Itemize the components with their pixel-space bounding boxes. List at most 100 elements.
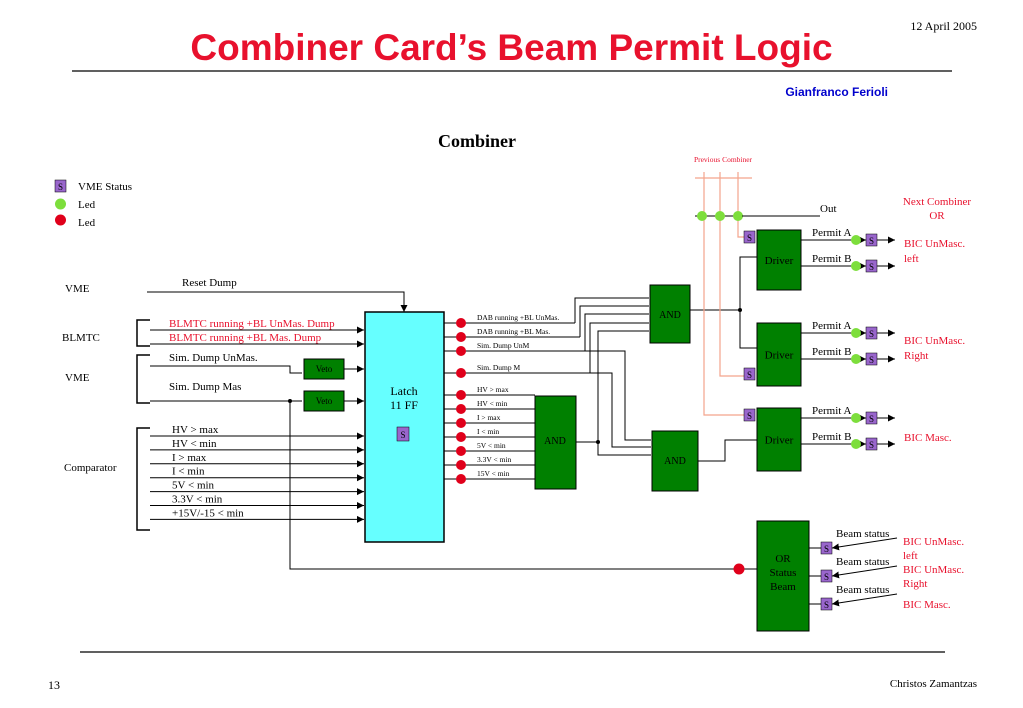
driver-0-permit_a-label: Permit A <box>812 227 851 239</box>
veto-label-1: Veto <box>316 364 333 374</box>
beam-status-target-0: BIC UnMasc. <box>903 536 964 548</box>
driver-1-permit_a-label: Permit A <box>812 320 851 332</box>
latch-output-led-icon-2 <box>456 346 466 356</box>
legend-s-glyph: S <box>58 182 63 192</box>
driver-0-permit_a-status-square-glyph: S <box>869 236 874 246</box>
driver-label-2: Driver <box>765 435 794 447</box>
blmtc-mas-label: BLMTC running +BL Mas. Dump <box>169 332 322 344</box>
latch-output-label-9: 3.3V < min <box>477 455 512 464</box>
beam-status-label-0: Beam status <box>836 528 889 540</box>
comparator-label-3: I < min <box>172 466 205 478</box>
latch-outputs: DAB running +BL UnMas.DAB running +BL Ma… <box>444 313 590 484</box>
driver-2-permit_a-label: Permit A <box>812 405 851 417</box>
driver-led-icon-3 <box>733 211 743 221</box>
and-label-bottom: AND <box>664 456 686 467</box>
and-wiring <box>574 297 757 462</box>
or-label-2: Status <box>770 567 797 579</box>
latch-s-glyph: S <box>400 430 405 440</box>
and-block-comparator <box>534 395 577 490</box>
driver-status-square-1-glyph: S <box>747 370 752 380</box>
latch-output-label-3: Sim. Dump M <box>477 363 520 372</box>
legend-status-label: VME Status <box>78 181 132 193</box>
or-label-1: OR <box>775 553 791 565</box>
sim-unmas-label: Sim. Dump UnMas. <box>169 352 258 364</box>
reset-dump-label: Reset Dump <box>182 277 237 289</box>
driver-0-permit_a-led-icon <box>851 235 861 245</box>
latch-output-led-icon-8 <box>456 446 466 456</box>
or-status-block <box>756 520 810 632</box>
sim-unmas-line <box>150 365 302 374</box>
veto-bus-line <box>289 401 736 570</box>
and-to-driver2 <box>739 310 757 349</box>
group-comparator: Comparator <box>64 462 117 474</box>
driver-label-0: Driver <box>765 255 794 267</box>
beam-status-target-1: BIC UnMasc. <box>903 564 964 576</box>
sim-mas-label: Sim. Dump Mas <box>169 381 241 393</box>
legend-red-led-label: Led <box>78 217 96 229</box>
page-title: Combiner Card’s Beam Permit Logic <box>190 27 833 68</box>
beam-status-label-2: Beam status <box>836 584 889 596</box>
previous-combiner-label: Previous Combiner <box>694 155 753 164</box>
driver-0-target-sub: left <box>904 253 919 265</box>
latch-label-1: Latch <box>390 384 417 398</box>
diagram-heading: Combiner <box>438 131 516 151</box>
next-combiner-label-1: Next Combiner <box>903 196 971 208</box>
driver-2-permit_b-label: Permit B <box>812 431 851 443</box>
driver-1-permit_b-label: Permit B <box>812 346 851 358</box>
latch-output-label-5: HV < min <box>477 399 508 408</box>
driver-1-permit_b-led-icon <box>851 354 861 364</box>
beam-status-line-0 <box>831 537 898 551</box>
blmtc-bracket <box>136 319 150 347</box>
latch-output-label-2: Sim. Dump UnM <box>477 341 530 350</box>
driver-block-1 <box>756 322 802 387</box>
driver-status-square-0-glyph: S <box>747 233 752 243</box>
latch-output-label-4: HV > max <box>477 385 509 394</box>
driver-1-target-sub: Right <box>904 350 928 362</box>
veto-label-2: Veto <box>316 396 333 406</box>
latch-output-label-7: I < min <box>477 427 499 436</box>
driver-0-permit_b-led-icon <box>851 261 861 271</box>
out-label: Out <box>820 203 837 215</box>
driver-0-target-label: BIC UnMasc. <box>904 238 965 250</box>
driver-2-permit_a-led-icon <box>851 413 861 423</box>
date-label: 12 April 2005 <box>910 19 977 33</box>
latch-output-led-icon-9 <box>456 460 466 470</box>
driver-status-square-1 <box>743 367 756 381</box>
beam-status-target-sub-0: left <box>903 550 918 562</box>
beam-status-square-0-glyph: S <box>824 544 829 554</box>
vme-bracket <box>136 354 150 404</box>
latch-output-led-icon-1 <box>456 332 466 342</box>
comparator-label-0: HV > max <box>172 424 219 436</box>
comparator-label-2: I > max <box>172 452 207 464</box>
beam-status-square-1-glyph: S <box>824 572 829 582</box>
driver-0-permit_b-status-square-glyph: S <box>869 262 874 272</box>
driver-2-target-label: BIC Masc. <box>904 432 952 444</box>
author-label: Gianfranco Ferioli <box>785 85 888 99</box>
latch-output-led-icon-4 <box>456 390 466 400</box>
latch-output-label-10: 15V < min <box>477 469 510 478</box>
presenter-name: Christos Zamantzas <box>889 678 977 690</box>
beam-status-line-2 <box>831 593 898 607</box>
or-label-3: Beam <box>770 581 796 593</box>
legend-green-led-icon <box>55 198 66 210</box>
next-combiner-label-2: OR <box>929 210 945 222</box>
driver-2-permit_b-led-icon <box>851 439 861 449</box>
latch-output-led-icon-7 <box>456 432 466 442</box>
and-to-driver1 <box>739 256 757 310</box>
driver-led-icon-2 <box>715 211 725 221</box>
latch-output-label-1: DAB running +BL Mas. <box>477 327 550 336</box>
comparator-label-6: +15V/-15 < min <box>172 507 244 519</box>
or-led-icon <box>733 563 745 575</box>
legend: S VME Status Led Led <box>54 179 132 229</box>
group-blmtc: BLMTC <box>62 332 100 344</box>
driver-1-permit_a-status-square-glyph: S <box>869 329 874 339</box>
and-label-comparator: AND <box>544 436 566 447</box>
legend-status-square <box>54 179 67 193</box>
comparator-label-4: 5V < min <box>172 480 215 492</box>
driver-1-permit_a-led-icon <box>851 328 861 338</box>
latch-output-label-8: 5V < min <box>477 441 506 450</box>
latch-output-led-icon-5 <box>456 404 466 414</box>
